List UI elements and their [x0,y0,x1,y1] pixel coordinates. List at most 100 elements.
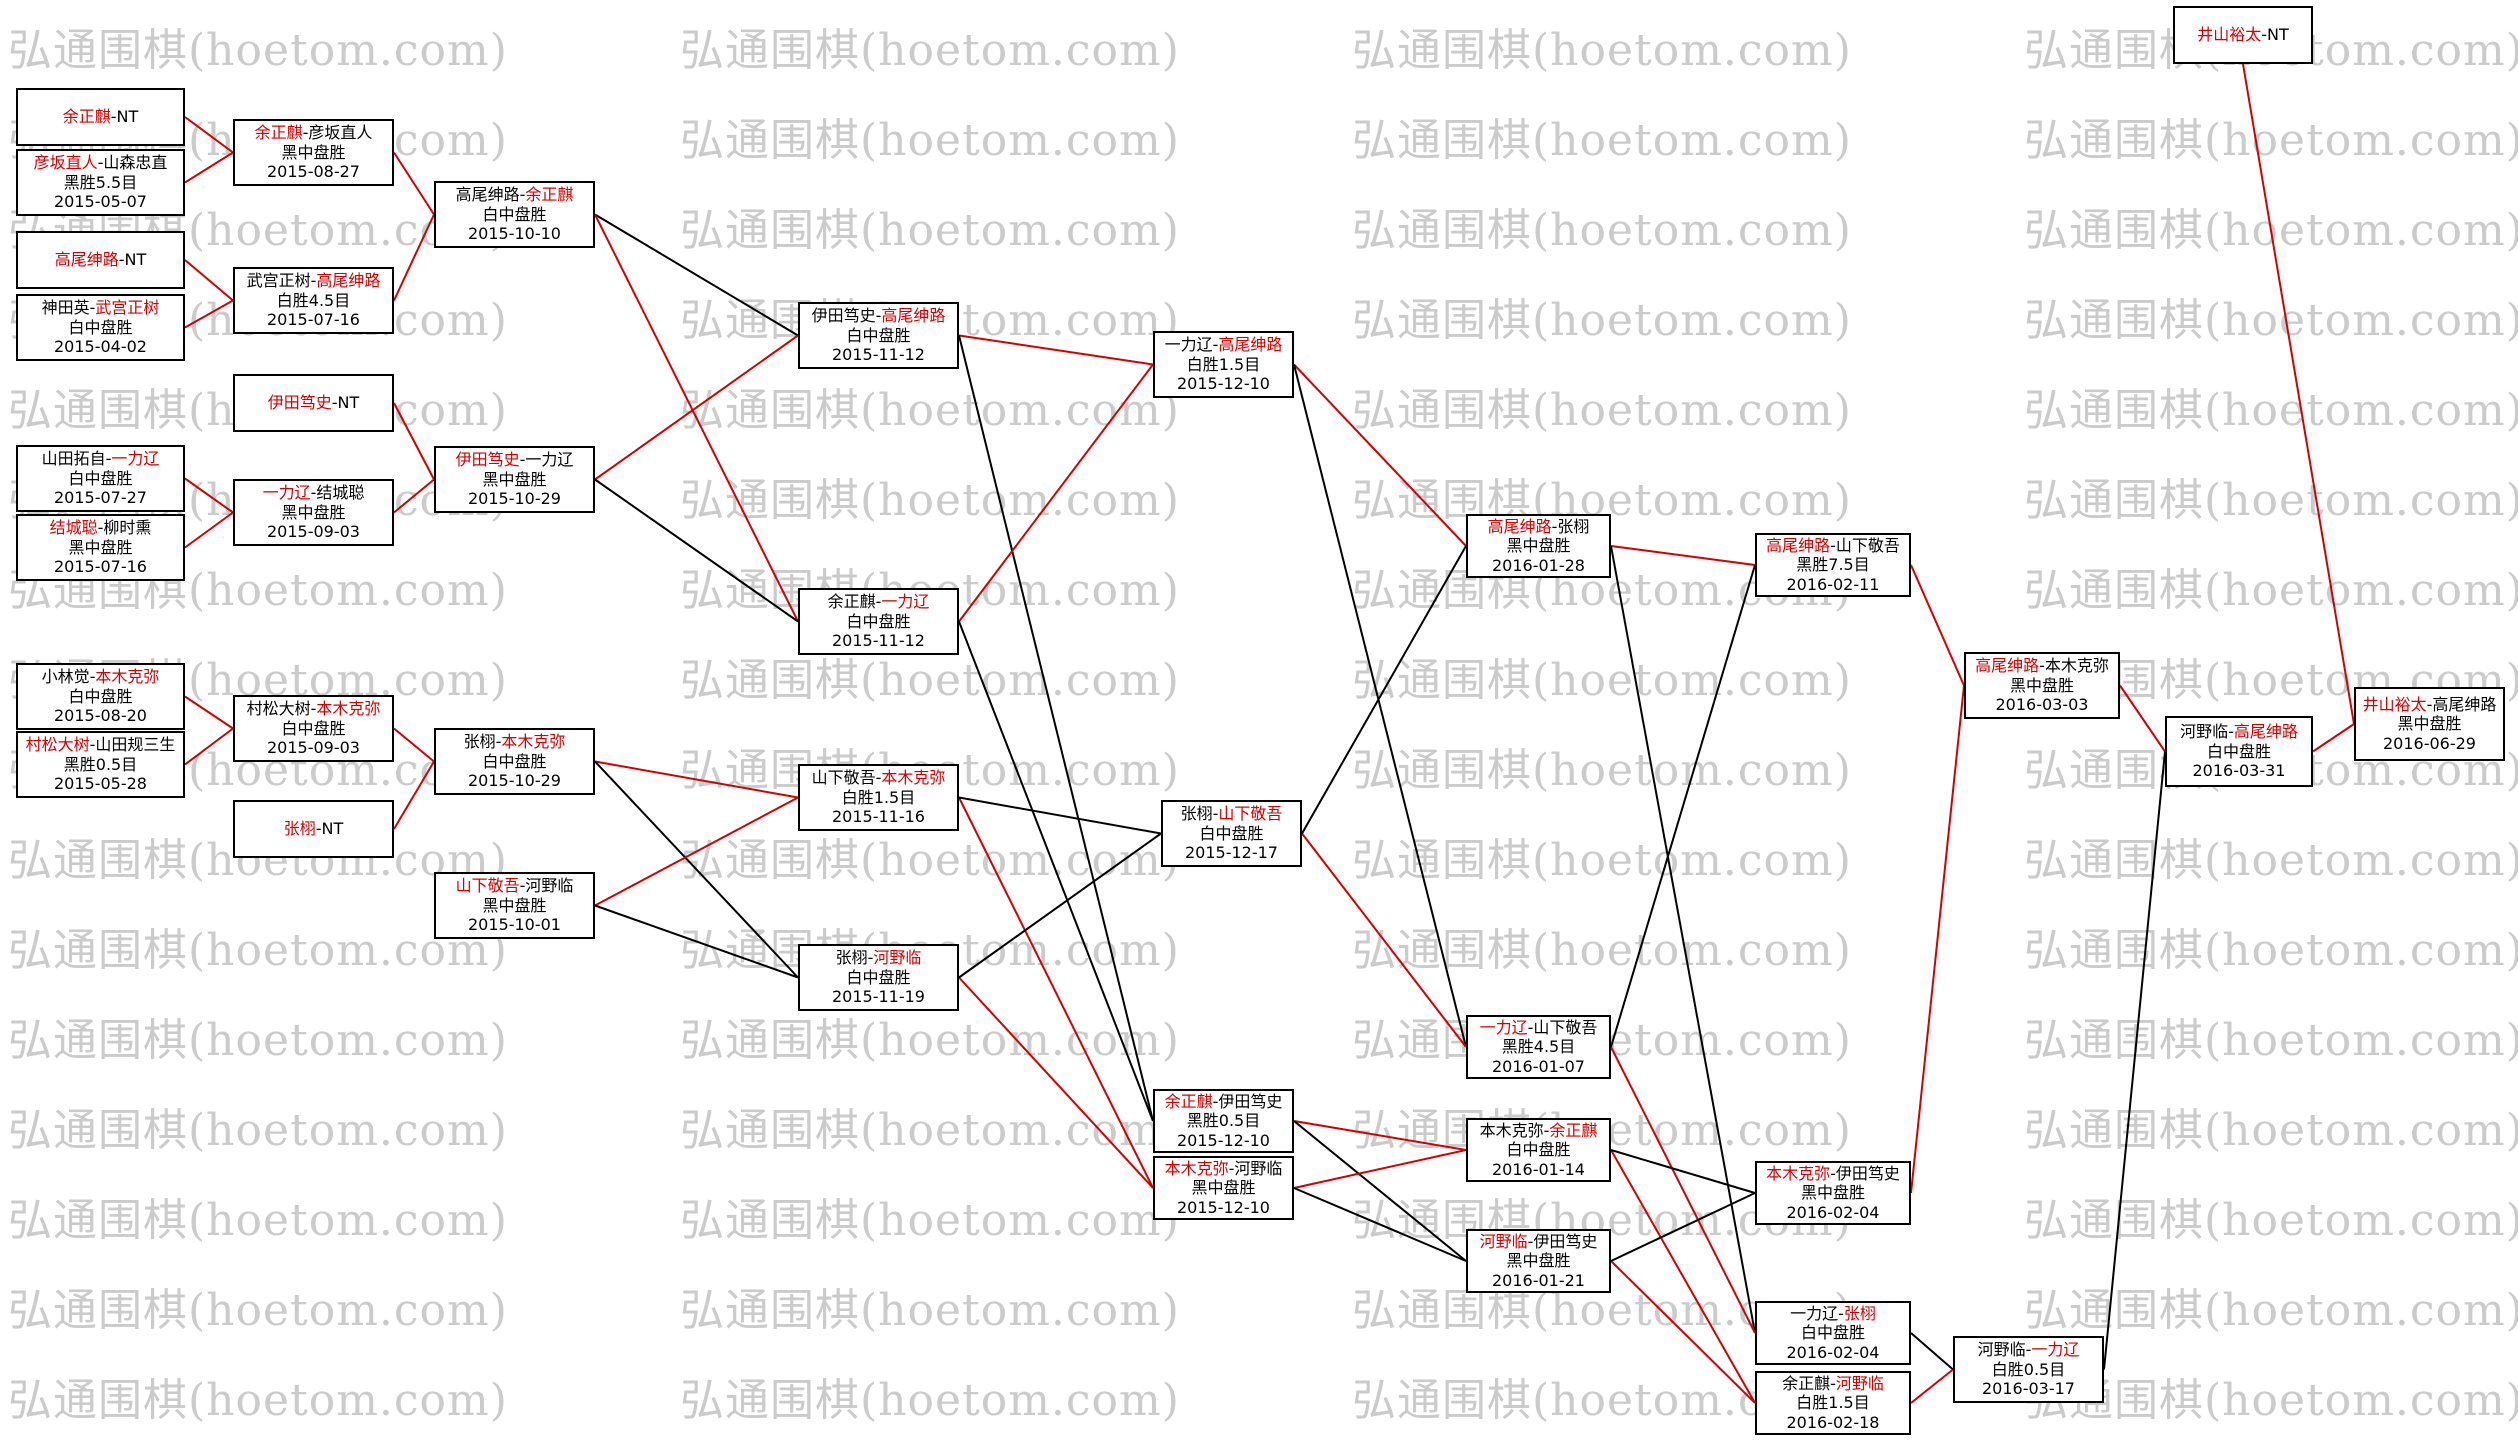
match-date: 2015-07-27 [54,488,147,508]
player-name: 井山裕太 [2197,25,2262,45]
player-name: 张栩 [1180,804,1213,824]
vs-dash: - [2025,1340,2032,1360]
match-box[interactable]: 高尾绅路-NT [16,231,185,289]
watermark-text: 弘通围棋(hoetom.com) [8,25,508,76]
player-name: 河野临 [1234,1158,1283,1178]
match-result: 黑中盘胜 [68,537,133,557]
match-box[interactable]: 余正麒-NT [16,88,185,146]
match-date: 2016-01-07 [1492,1056,1585,1076]
bracket-edge [958,976,1154,1189]
player-name: 一力辽 [262,483,311,503]
vs-dash: - [867,948,874,968]
match-result: 黑胜4.5目 [1501,1037,1576,1057]
match-result: 黑中盘胜 [281,502,346,522]
player-name: 张栩 [283,819,316,839]
bracket-edge [594,760,799,799]
match-players: 武宫正树-高尾绅路 [247,271,381,291]
player-name: 结城聪 [316,483,365,503]
vs-dash: - [495,732,502,752]
player-name: 余正麒 [1782,1373,1831,1393]
bracket-edge [2103,751,2166,1370]
vs-dash: - [519,876,526,896]
match-date: 2016-01-14 [1492,1159,1585,1179]
bracket-edge [1293,363,1467,547]
vs-dash: - [2039,656,2045,676]
bracket-edge [1610,545,1756,1334]
player-name: NT [124,250,147,270]
match-date: 2015-09-03 [267,738,360,758]
player-name: 村松大树 [25,735,90,755]
player-name: 余正麒 [1164,1091,1213,1111]
watermark-text: 弘通围棋(hoetom.com) [2024,1015,2518,1066]
match-date: 2015-12-17 [1185,843,1278,863]
match-box[interactable]: 井山裕太-NT [2173,6,2313,64]
match-result: 白胜1.5目 [1186,354,1261,374]
bracket-edge [1301,832,1467,1048]
bracket-edge [393,151,435,216]
player-name: 河野临 [1479,1231,1528,1251]
match-players: 一力辽-山下敬吾 [1480,1018,1598,1038]
bracket-edge [1610,1192,1756,1262]
match-date: 2015-11-12 [832,345,925,365]
player-name: 河野临 [525,876,574,896]
watermark-text: 弘通围棋(hoetom.com) [2024,1285,2518,1336]
bracket-edge [1610,564,1756,1048]
player-name: 伊田笃史 [1835,1163,1900,1183]
watermark-text: 弘通围棋(hoetom.com) [1352,205,1852,256]
match-date: 2015-11-19 [832,987,925,1007]
match-box[interactable]: 伊田笃史-NT [233,374,394,432]
vs-dash: - [1527,1017,1534,1037]
bracket-edge [184,511,234,549]
match-players: 余正麒-河野临 [1782,1374,1884,1394]
match-box[interactable]: 张栩-NT [233,800,394,858]
match-result: 白胜4.5目 [276,290,351,310]
player-name: 本木克弥 [881,768,946,788]
player-name: 高尾绅路 [1218,335,1283,355]
player-name: 张栩 [1843,1303,1876,1323]
player-name: NT [2267,25,2289,45]
match-date: 2016-02-04 [1786,1342,1880,1362]
player-name: 余正麒 [62,107,111,127]
match-date: 2016-03-03 [1995,695,2089,715]
bracket-edge [393,760,435,830]
player-name: 余正麒 [1549,1120,1598,1140]
bracket-edge [393,214,435,301]
player-name: 伊田笃史 [267,393,332,413]
bracket-edge [2119,684,2166,753]
player-name: 柳时熏 [103,518,152,538]
